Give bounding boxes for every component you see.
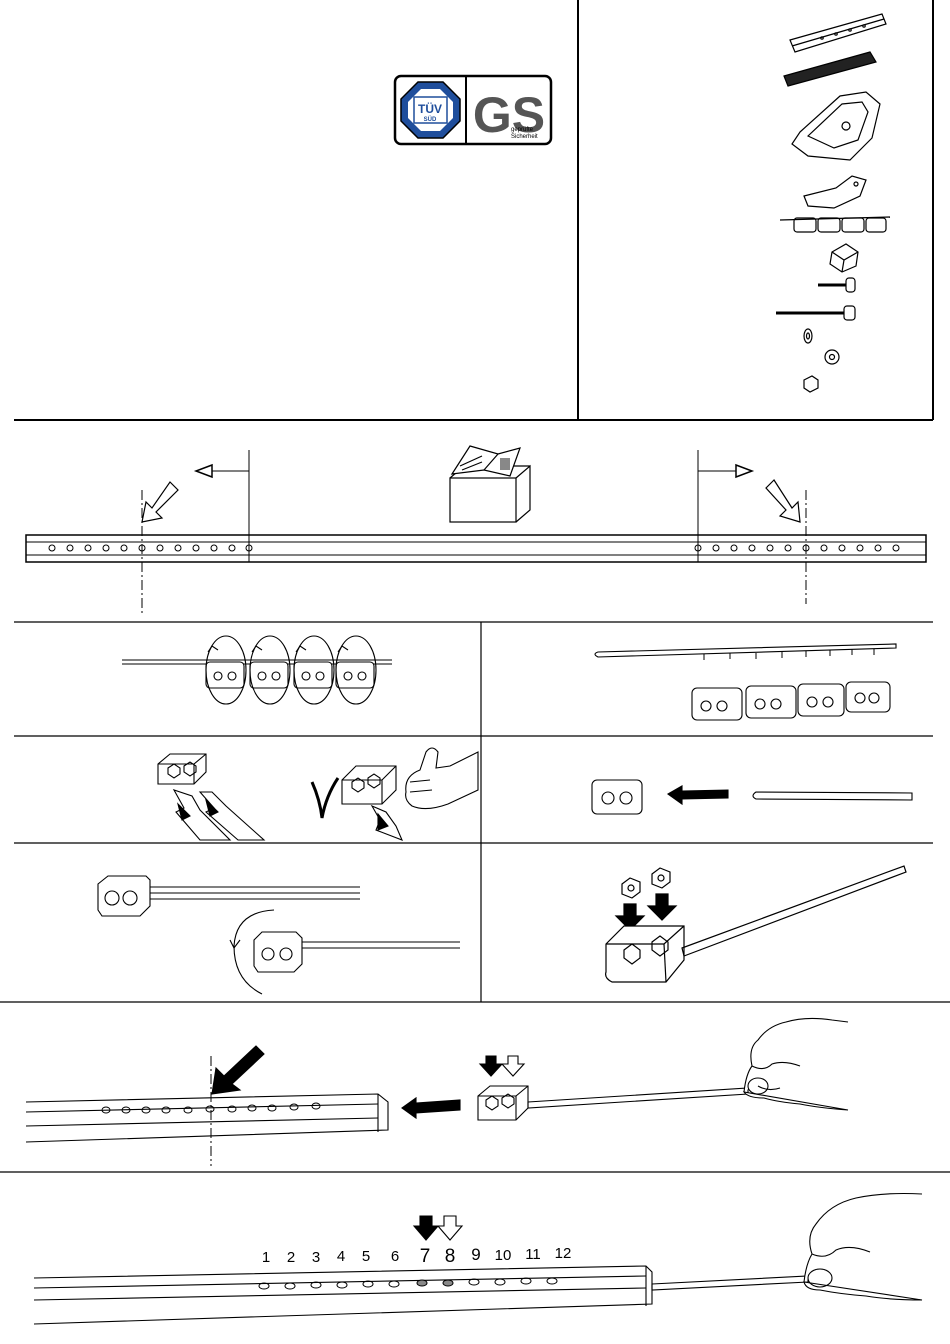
link-rotate-diagram — [98, 876, 460, 994]
arrow-right-icon — [736, 465, 752, 477]
hole-number-1: 1 — [262, 1249, 270, 1266]
part-chain-links — [780, 217, 890, 232]
part-nut — [804, 376, 818, 392]
hole-number-7: 7 — [420, 1246, 431, 1267]
rail-and-links-diagram — [595, 644, 896, 720]
down-arrow-filled-icon — [480, 1056, 502, 1076]
pointer-arrow-left-icon — [142, 482, 178, 522]
hole-number-6: 6 — [391, 1248, 399, 1265]
rail-holes-left — [49, 545, 252, 551]
nut-icon — [622, 878, 640, 898]
pointer-arrow-filled-icon — [212, 1046, 264, 1094]
thumbs-up-icon — [406, 748, 478, 809]
hole-number-5: 5 — [362, 1248, 370, 1265]
block-insert-diagram — [158, 748, 478, 840]
hole-number-10: 10 — [495, 1247, 512, 1264]
nut-icon-2 — [652, 868, 670, 888]
hole-number-8: 8 — [445, 1246, 456, 1267]
nut-insert-diagram — [606, 866, 906, 982]
manual-box-icon — [450, 446, 530, 522]
hole-number-labels: 1 2 3 4 5 6 7 8 9 10 11 12 — [262, 1245, 572, 1267]
certification-logo: TÜV SÜD GS geprüfte Sicherheit — [395, 76, 551, 144]
part-small-washer — [804, 329, 812, 343]
part-long-screw — [776, 306, 855, 320]
down-arrow-hollow-icon-2 — [438, 1216, 462, 1240]
check-mark-icon — [312, 778, 338, 818]
arrow-left-icon — [196, 465, 212, 477]
arrow-left-filled-icon-2 — [402, 1098, 460, 1118]
hole-number-4: 4 — [337, 1248, 345, 1265]
insert-into-rail-diagram — [26, 1018, 848, 1166]
tuv-text: TÜV — [418, 101, 442, 116]
part-bracket — [804, 176, 866, 208]
part-carriage-housing — [792, 92, 880, 160]
hole-number-12: 12 — [555, 1245, 572, 1262]
down-arrow-hollow-icon — [502, 1056, 524, 1076]
link-slide-diagram — [592, 780, 912, 814]
part-block — [830, 244, 858, 272]
rail-holes-right — [695, 545, 899, 551]
numbered-rail-diagram: 1 2 3 4 5 6 7 8 9 10 11 12 — [34, 1194, 922, 1325]
part-large-washer — [825, 350, 839, 364]
part-short-screw — [818, 278, 855, 292]
arrow-left-filled-icon — [668, 786, 728, 804]
down-arrow-filled-icon-2 — [414, 1216, 438, 1240]
hole-number-9: 9 — [471, 1245, 480, 1264]
part-cover-profile — [784, 52, 876, 86]
part-rail — [790, 14, 886, 52]
gs-caption-line1: geprüfte — [511, 127, 534, 133]
gs-caption-line2: Sicherheit — [511, 134, 538, 140]
sud-text: SÜD — [424, 116, 437, 123]
hole-number-2: 2 — [287, 1249, 295, 1266]
chain-rotate-diagram — [122, 636, 392, 704]
hole-number-3: 3 — [312, 1249, 320, 1266]
down-arrow-icon-2 — [648, 894, 676, 920]
rail-measure-diagram — [26, 446, 926, 616]
pointer-arrow-right-icon — [766, 480, 800, 522]
hole-number-11: 11 — [525, 1246, 541, 1263]
parts-list — [776, 14, 890, 392]
hand-icon-2 — [804, 1194, 922, 1301]
